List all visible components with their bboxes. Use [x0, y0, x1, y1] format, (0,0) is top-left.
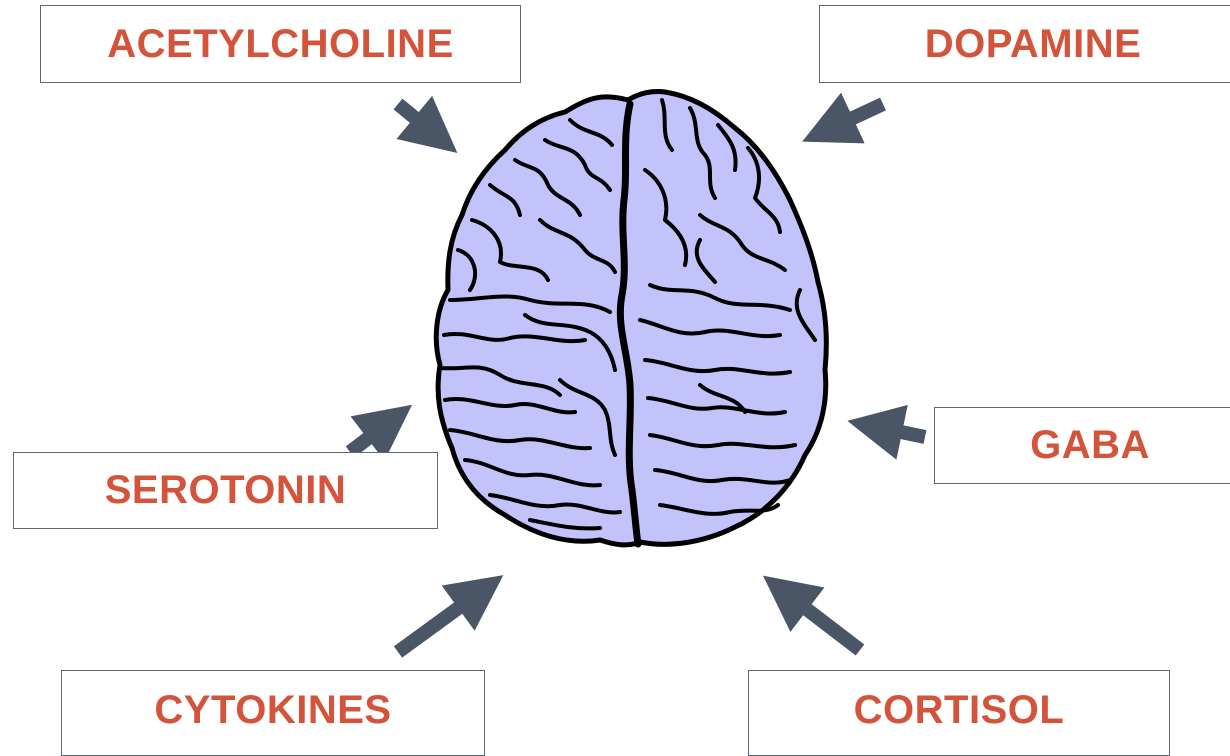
- label-box-acetylcholine: ACETYLCHOLINE: [40, 5, 521, 83]
- label-gaba: GABA: [1030, 423, 1150, 467]
- label-box-gaba: GABA: [934, 407, 1230, 484]
- label-box-dopamine: DOPAMINE: [819, 5, 1230, 83]
- label-acetylcholine: ACETYLCHOLINE: [107, 21, 454, 66]
- label-cytokines: CYTOKINES: [154, 687, 392, 732]
- brain-icon: [433, 89, 829, 548]
- brain-outline: [433, 89, 829, 548]
- label-serotonin: SEROTONIN: [104, 468, 347, 512]
- label-box-cortisol: CORTISOL: [748, 670, 1170, 756]
- arrow-icon: [393, 575, 504, 658]
- brain-left-gyri: [438, 118, 622, 531]
- brain-central-fissure: [616, 100, 642, 548]
- label-box-serotonin: SEROTONIN: [13, 452, 438, 529]
- brain-right-gyri: [638, 98, 817, 516]
- arrow-icon: [393, 95, 458, 154]
- label-cortisol: CORTISOL: [853, 687, 1065, 732]
- arrow-icon: [802, 92, 886, 144]
- arrow-icon: [762, 575, 865, 656]
- label-dopamine: DOPAMINE: [924, 21, 1142, 66]
- label-box-cytokines: CYTOKINES: [61, 670, 485, 756]
- arrow-icon: [345, 404, 413, 461]
- arrow-icon: [847, 404, 927, 460]
